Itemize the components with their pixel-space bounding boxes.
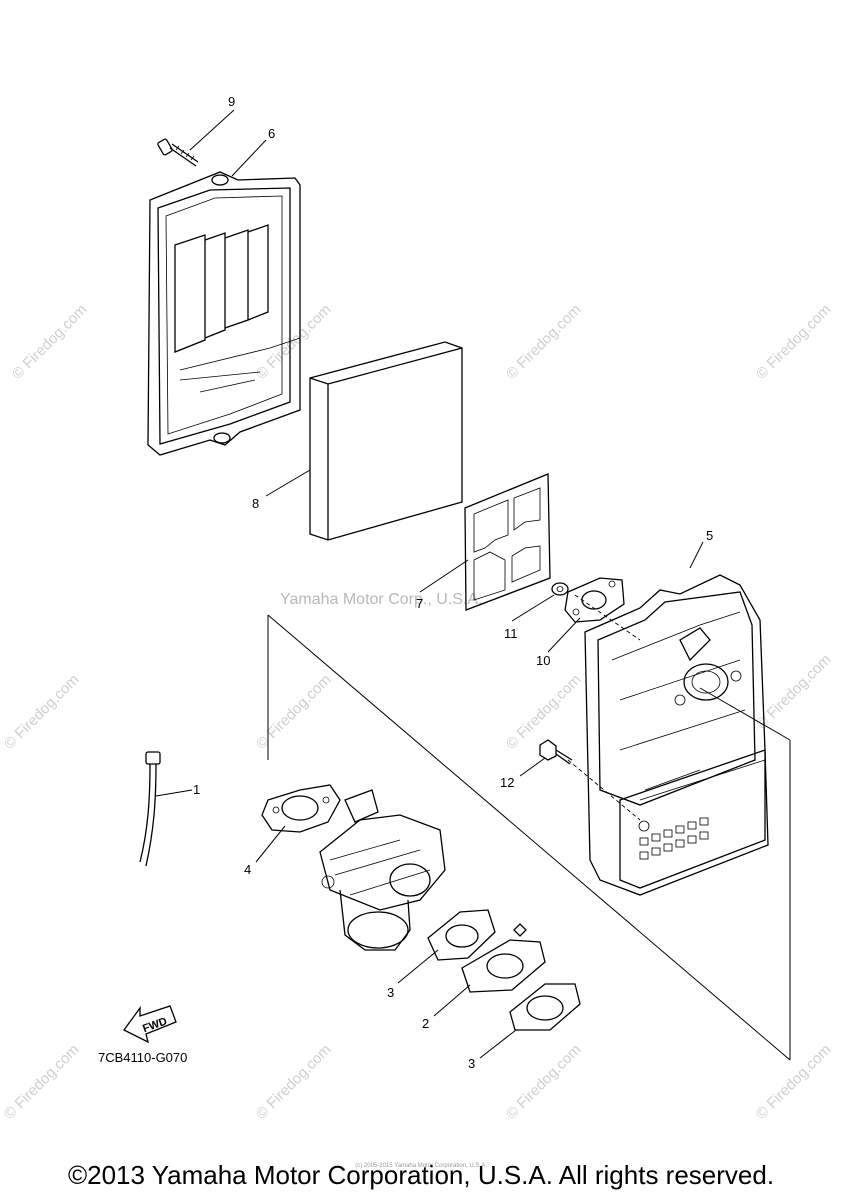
callout-6: 6 (268, 126, 275, 141)
part-11-washer (551, 582, 569, 596)
callout-3-lower: 3 (468, 1056, 475, 1071)
part-3-gasket-lower (509, 983, 581, 1031)
callout-10: 10 (536, 653, 550, 668)
part-3-gasket-upper (427, 909, 496, 961)
watermark: © Firedog.com (503, 671, 585, 753)
part-6-cover (147, 171, 301, 456)
fwd-arrow-icon: FWD (123, 1005, 177, 1044)
part-7-gasket (464, 473, 551, 611)
callout-2: 2 (422, 1016, 429, 1031)
callout-3-upper: 3 (387, 985, 394, 1000)
assembly-lines (267, 594, 791, 1061)
watermark: © Firedog.com (1, 671, 83, 753)
part-10-gasket (564, 577, 625, 623)
callout-1: 1 (193, 782, 200, 797)
part-9-bolt (157, 138, 199, 167)
tiny-note: (c) 2005-2015 Yamaha Motor Corporation, … (355, 1163, 487, 1169)
leader-lines (155, 109, 704, 1059)
callout-labels: 9 6 8 7 5 11 10 12 1 4 3 2 3 (193, 94, 713, 1071)
carburetor (319, 789, 446, 951)
watermark: © Firedog.com (503, 301, 585, 383)
callout-11: 11 (504, 626, 518, 641)
part-5-case (584, 574, 769, 896)
part-12-bolt (539, 739, 573, 765)
watermark-layer: © Firedog.com © Firedog.com © Firedog.co… (1, 301, 835, 1123)
callout-4: 4 (244, 862, 251, 877)
watermark-center: Yamaha Motor Corp., U.S.A. (280, 591, 482, 608)
diagram-code: 7CB4110-G070 (98, 1050, 187, 1065)
watermark: © Firedog.com (253, 671, 335, 753)
callout-7: 7 (416, 596, 423, 611)
watermark: © Firedog.com (1, 1041, 83, 1123)
watermark: © Firedog.com (253, 1041, 335, 1123)
watermark: © Firedog.com (503, 1041, 585, 1123)
watermark: © Firedog.com (753, 1041, 835, 1123)
watermark: © Firedog.com (9, 301, 91, 383)
callout-12: 12 (500, 775, 514, 790)
watermark: © Firedog.com (753, 301, 835, 383)
part-4-gasket (261, 784, 341, 833)
case-vent-grid (638, 817, 709, 860)
callout-8: 8 (252, 496, 259, 511)
callout-9: 9 (228, 94, 235, 109)
copyright-footer: ©2013 Yamaha Motor Corporation, U.S.A. A… (67, 1160, 775, 1190)
fwd-label: FWD (141, 1015, 169, 1035)
part-8-element (309, 341, 463, 541)
part-2-insulator (461, 923, 546, 993)
part-1-cable-tie (139, 751, 161, 867)
callout-5: 5 (706, 528, 713, 543)
watermark: © Firedog.com (753, 651, 835, 733)
